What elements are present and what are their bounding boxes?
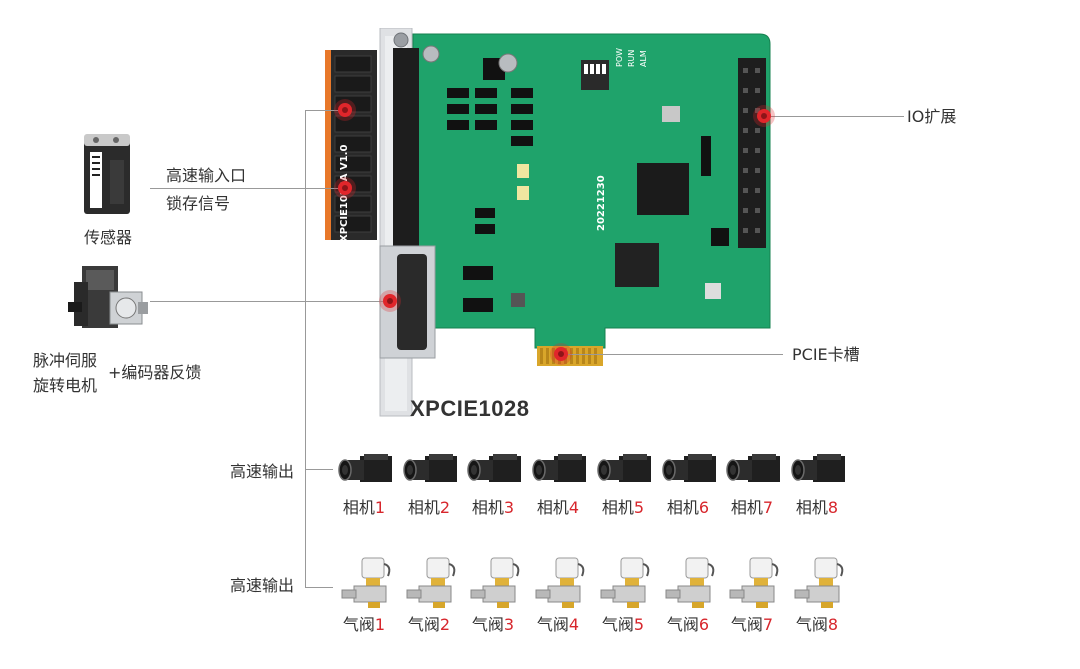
camera-number: 8 xyxy=(828,498,838,517)
sensor-caption: 传感器 xyxy=(84,228,132,248)
valve-image xyxy=(726,556,782,614)
camera-number: 2 xyxy=(440,498,450,517)
led-label-pow: POW xyxy=(615,48,624,67)
sensor-image xyxy=(80,130,134,224)
valve-name: 气阀 xyxy=(537,615,569,634)
camera-number: 3 xyxy=(504,498,514,517)
camera-name: 相机 xyxy=(796,498,828,517)
servo-caption-line1: 脉冲伺服 xyxy=(33,351,97,371)
valve-number: 2 xyxy=(440,615,450,634)
camera-image xyxy=(662,452,718,490)
valve-caption: 气阀5 xyxy=(591,611,655,635)
branch-line-servo xyxy=(150,301,390,302)
valve-name: 气阀 xyxy=(343,615,375,634)
marker-servo-connector xyxy=(383,294,397,308)
camera-name: 相机 xyxy=(602,498,634,517)
valve-number: 6 xyxy=(699,615,709,634)
camera-number: 7 xyxy=(763,498,773,517)
camera-image xyxy=(403,452,459,490)
camera-image xyxy=(467,452,523,490)
marker-pcie-slot xyxy=(554,347,568,361)
valve-number: 4 xyxy=(569,615,579,634)
branch-line-sensor xyxy=(150,188,345,189)
camera-number: 5 xyxy=(634,498,644,517)
camera-image xyxy=(791,452,847,490)
valve-caption: 气阀7 xyxy=(720,611,784,635)
marker-input-latch xyxy=(338,181,352,195)
board-date-silkscreen: 20221230 xyxy=(596,175,607,231)
pcie-board xyxy=(325,28,775,418)
valve-image xyxy=(532,556,588,614)
valve-number: 1 xyxy=(375,615,385,634)
camera-image xyxy=(597,452,653,490)
valve-output-label: 高速输出 xyxy=(230,576,294,596)
servo-caption-line2: 旋转电机 xyxy=(33,376,97,396)
valve-caption: 气阀3 xyxy=(461,611,525,635)
valve-caption: 气阀4 xyxy=(526,611,590,635)
high-speed-input-label: 高速输入口 xyxy=(166,166,246,186)
camera-name: 相机 xyxy=(731,498,763,517)
valve-number: 8 xyxy=(828,615,838,634)
valve-name: 气阀 xyxy=(602,615,634,634)
camera-caption: 相机8 xyxy=(785,494,849,518)
latch-signal-label: 锁存信号 xyxy=(166,194,230,214)
board-date-text: 20221230 xyxy=(596,175,607,231)
valve-image xyxy=(403,556,459,614)
camera-caption: 相机3 xyxy=(461,494,525,518)
camera-number: 1 xyxy=(375,498,385,517)
camera-name: 相机 xyxy=(667,498,699,517)
valve-image xyxy=(597,556,653,614)
valve-number: 5 xyxy=(634,615,644,634)
io-expansion-label: IO扩展 xyxy=(907,107,956,127)
marker-io-expansion xyxy=(757,109,771,123)
trunk-line xyxy=(305,110,306,588)
line-pcie-slot xyxy=(561,354,783,355)
product-name: XPCIE1028 xyxy=(410,396,529,422)
camera-caption: 相机1 xyxy=(332,494,396,518)
valve-image xyxy=(467,556,523,614)
camera-caption: 相机6 xyxy=(656,494,720,518)
led-label-run: RUN xyxy=(627,50,636,67)
valve-image xyxy=(662,556,718,614)
servo-image xyxy=(64,262,150,346)
led-label-alm: ALM xyxy=(639,50,648,67)
camera-output-label: 高速输出 xyxy=(230,462,294,482)
valve-caption: 气阀2 xyxy=(397,611,461,635)
camera-image xyxy=(532,452,588,490)
camera-name: 相机 xyxy=(343,498,375,517)
camera-image xyxy=(338,452,394,490)
valve-name: 气阀 xyxy=(731,615,763,634)
valve-caption: 气阀8 xyxy=(785,611,849,635)
camera-caption: 相机5 xyxy=(591,494,655,518)
camera-number: 4 xyxy=(569,498,579,517)
encoder-feedback-label: +编码器反馈 xyxy=(108,363,201,383)
valve-number: 3 xyxy=(504,615,514,634)
camera-caption: 相机2 xyxy=(397,494,461,518)
valve-number: 7 xyxy=(763,615,773,634)
camera-name: 相机 xyxy=(472,498,504,517)
camera-name: 相机 xyxy=(537,498,569,517)
valve-name: 气阀 xyxy=(472,615,504,634)
branch-line-valves xyxy=(305,587,333,588)
valve-image xyxy=(338,556,394,614)
camera-caption: 相机7 xyxy=(720,494,784,518)
valve-image xyxy=(791,556,847,614)
pcie-slot-label: PCIE卡槽 xyxy=(792,345,860,365)
camera-name: 相机 xyxy=(408,498,440,517)
marker-input-top xyxy=(338,103,352,117)
valve-caption: 气阀1 xyxy=(332,611,396,635)
camera-image xyxy=(726,452,782,490)
camera-number: 6 xyxy=(699,498,709,517)
valve-name: 气阀 xyxy=(796,615,828,634)
line-io-expansion xyxy=(764,116,904,117)
camera-caption: 相机4 xyxy=(526,494,590,518)
valve-name: 气阀 xyxy=(667,615,699,634)
valve-name: 气阀 xyxy=(408,615,440,634)
valve-caption: 气阀6 xyxy=(656,611,720,635)
branch-line-cameras xyxy=(305,469,333,470)
pcie-board-graphic xyxy=(325,28,775,418)
